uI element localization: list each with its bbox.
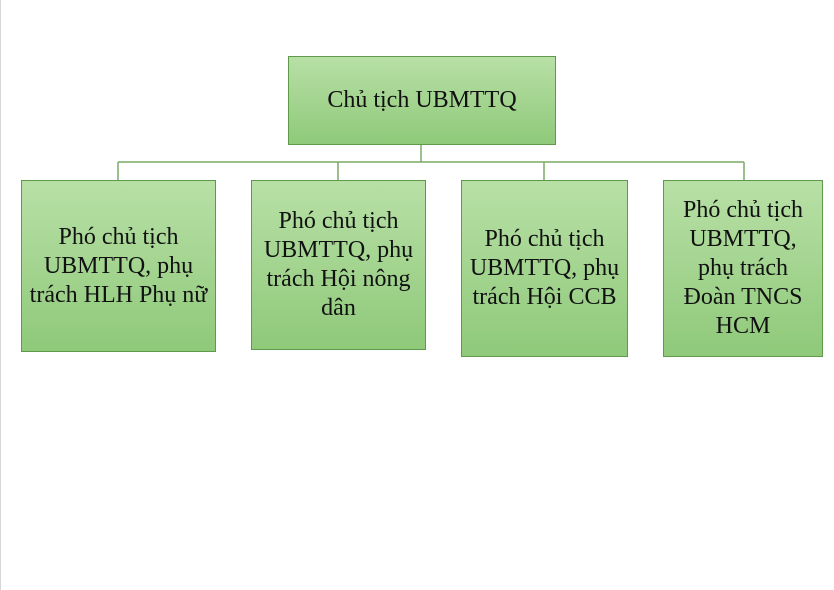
child-node-doan-tncs: Phó chủ tịch UBMTTQ, phụ trách Đoàn TNCS… xyxy=(663,180,823,357)
page-edge-rule xyxy=(0,0,1,590)
child-node-hlh-phu-nu: Phó chủ tịch UBMTTQ, phụ trách HLH Phụ n… xyxy=(21,180,216,352)
root-node-label: Chủ tịch UBMTTQ xyxy=(327,87,517,113)
child-node-hoi-nong-dan: Phó chủ tịch UBMTTQ, phụ trách Hội nông … xyxy=(251,180,426,350)
child-node-hoi-ccb: Phó chủ tịch UBMTTQ, phụ trách Hội CCB xyxy=(461,180,628,357)
root-node: Chủ tịch UBMTTQ xyxy=(288,56,556,145)
child-node-label: Phó chủ tịch UBMTTQ, phụ trách Đoàn TNCS… xyxy=(683,197,803,339)
child-node-label: Phó chủ tịch UBMTTQ, phụ trách Hội nông … xyxy=(263,208,414,321)
child-node-label: Phó chủ tịch UBMTTQ, phụ trách Hội CCB xyxy=(469,226,620,310)
child-node-label: Phó chủ tịch UBMTTQ, phụ trách HLH Phụ n… xyxy=(29,223,208,308)
